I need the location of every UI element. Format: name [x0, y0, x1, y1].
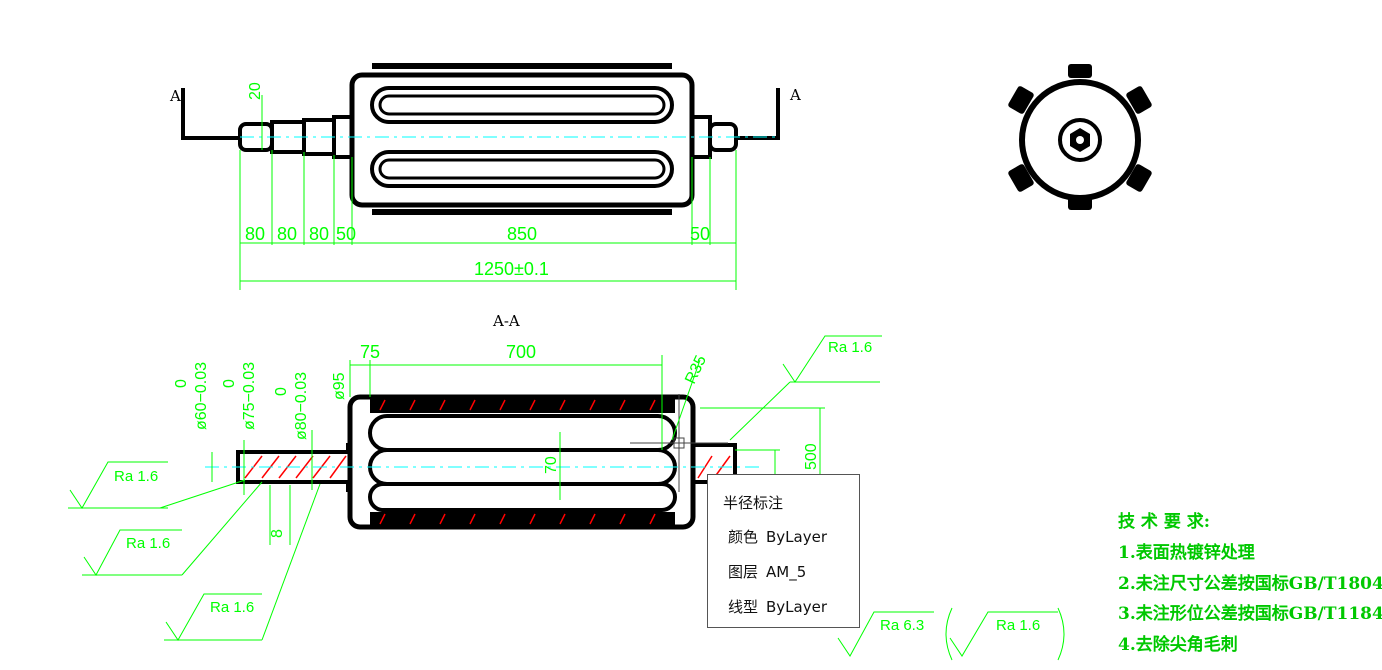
side-view[interactable] [1007, 64, 1153, 210]
dim-20[interactable]: 20 [247, 82, 264, 100]
roughness-symbol-top-right[interactable]: Ra 1.6 [782, 335, 882, 383]
roughness-general-1-6[interactable]: Ra 1.6 [945, 607, 1065, 661]
section-view-dimensions[interactable] [159, 355, 880, 641]
section-view[interactable] [205, 394, 760, 530]
dim-75[interactable]: 75 [360, 342, 380, 362]
front-view[interactable]: A A [169, 63, 801, 215]
dim-500[interactable]: 500 [803, 443, 820, 470]
tech-item-3: 3.未注形位公差按国标GB/T1184执行 [1118, 603, 1382, 624]
tech-item-2: 2.未注尺寸公差按国标GB/T1804执行 [1118, 573, 1382, 594]
tech-item-4: 4.去除尖角毛刺 [1118, 634, 1238, 655]
section-title: A-A [492, 312, 520, 330]
dim-50-a[interactable]: 50 [336, 224, 356, 244]
dim-700[interactable]: 700 [506, 342, 536, 362]
roughness-symbol-left-1[interactable]: Ra 1.6 [68, 461, 168, 509]
dim-1250[interactable]: 1250±0.1 [474, 259, 549, 279]
dim-80-b[interactable]: 80 [277, 224, 297, 244]
dim-r35[interactable]: R35 [682, 353, 710, 387]
dim-850[interactable]: 850 [507, 224, 537, 244]
dim-phi80[interactable]: ø80−0.03 [293, 372, 310, 440]
roughness-symbol-left-3[interactable]: Ra 1.6 [164, 593, 262, 641]
dim-phi60-tol[interactable]: 0 [173, 379, 190, 388]
svg-text:Ra 6.3: Ra 6.3 [880, 617, 924, 634]
svg-text:Ra 1.6: Ra 1.6 [996, 617, 1040, 634]
crosshair-cursor-icon [630, 394, 728, 492]
dim-70[interactable]: 70 [543, 456, 560, 474]
dim-8[interactable]: 8 [269, 529, 286, 538]
dim-50-b[interactable]: 50 [690, 224, 710, 244]
svg-text:Ra 1.6: Ra 1.6 [828, 339, 872, 356]
dim-phi75-tol[interactable]: 0 [221, 379, 238, 388]
section-mark-left: A [169, 87, 181, 105]
dim-80-a[interactable]: 80 [245, 224, 265, 244]
dim-phi95[interactable]: ø95 [331, 372, 348, 400]
dim-phi75[interactable]: ø75−0.03 [241, 362, 258, 430]
tooltip-title: 半径标注 [723, 494, 784, 512]
front-view-dimensions[interactable] [239, 95, 737, 290]
dim-phi60[interactable]: ø60−0.03 [193, 362, 210, 430]
roughness-symbol-left-2[interactable]: Ra 1.6 [82, 529, 182, 576]
tech-title: 技 术 要 求: [1118, 511, 1210, 532]
roughness-general-6-3[interactable]: Ra 6.3 [837, 611, 934, 657]
dim-phi80-tol[interactable]: 0 [273, 387, 290, 396]
svg-text:Ra 1.6: Ra 1.6 [210, 599, 254, 616]
svg-text:Ra 1.6: Ra 1.6 [114, 468, 158, 485]
tech-item-1: 1.表面热镀锌处理 [1118, 542, 1255, 563]
section-mark-right: A [789, 86, 801, 104]
dim-80-c[interactable]: 80 [309, 224, 329, 244]
svg-text:Ra 1.6: Ra 1.6 [126, 535, 170, 552]
tech-requirements: 技 术 要 求: 1.表面热镀锌处理 2.未注尺寸公差按国标GB/T1804执行… [1118, 511, 1382, 655]
